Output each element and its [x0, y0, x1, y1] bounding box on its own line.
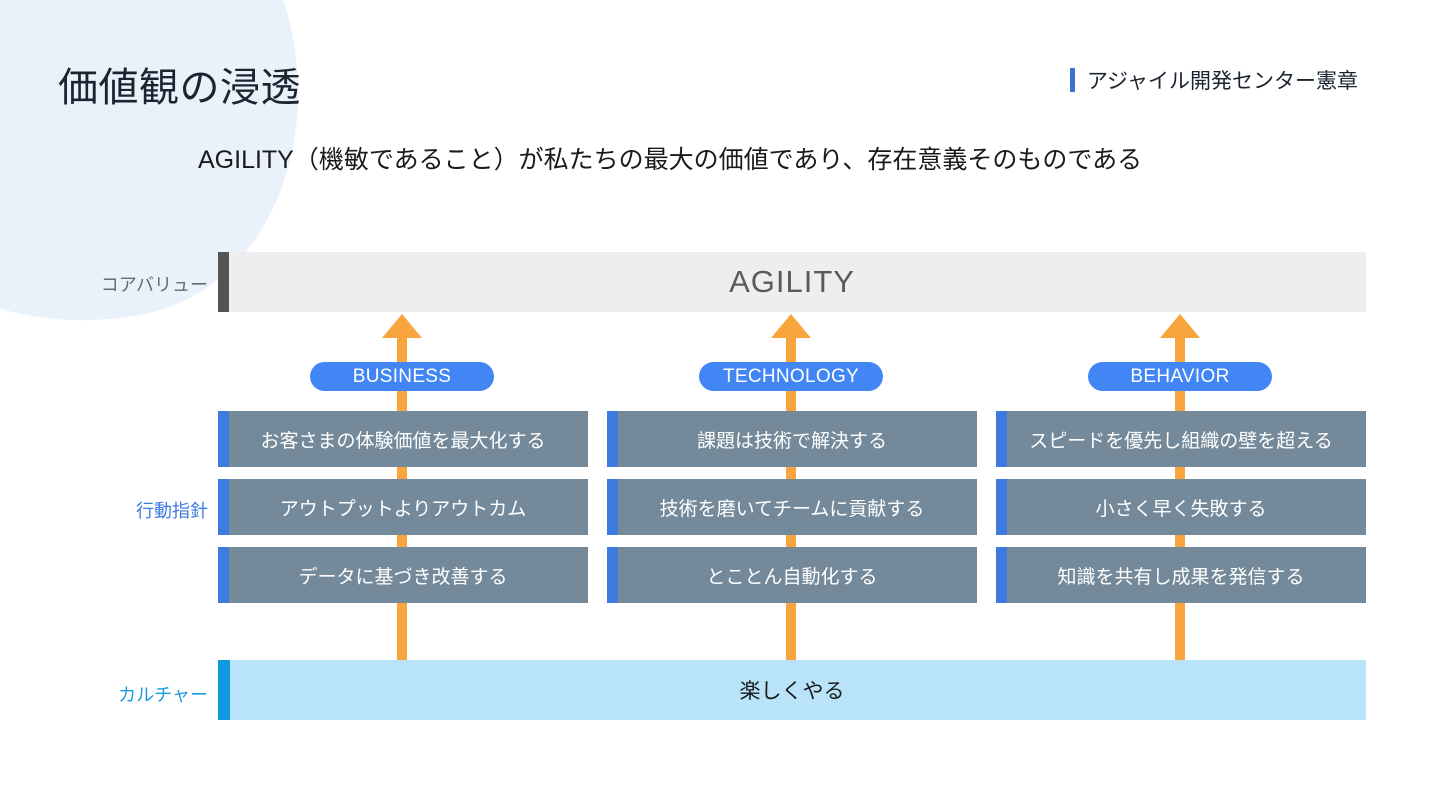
- row-label-core-value: コアバリュー: [100, 275, 208, 295]
- core-value-text: AGILITY: [729, 264, 855, 299]
- guideline-area: お客さまの体験価値を最大化する アウトプットよりアウトカム データに基づき改善す…: [218, 411, 1366, 603]
- guideline-column-behavior: スピードを優先し組織の壁を超える 小さく早く失敗する 知識を共有し成果を発信する: [996, 411, 1366, 603]
- guideline-card-text: データに基づき改善する: [298, 566, 508, 588]
- guideline-card-text: スピードを優先し組織の壁を超える: [1029, 430, 1333, 452]
- guideline-card[interactable]: 技術を磨いてチームに貢献する: [607, 479, 977, 535]
- pill-behavior[interactable]: BEHAVIOR: [1088, 362, 1272, 391]
- pill-technology[interactable]: TECHNOLOGY: [699, 362, 883, 391]
- guideline-card[interactable]: とことん自動化する: [607, 547, 977, 603]
- culture-band: 楽しくやる: [218, 660, 1366, 720]
- card-accent-bar: [996, 479, 1007, 535]
- charter-tag: アジャイル開発センター憲章: [1069, 65, 1358, 95]
- charter-label: アジャイル開発センター憲章: [1086, 70, 1358, 93]
- pill-business[interactable]: BUSINESS: [310, 362, 494, 391]
- guideline-card-text: 小さく早く失敗する: [1095, 498, 1267, 520]
- culture-text: 楽しくやる: [739, 680, 845, 703]
- card-accent-bar: [996, 547, 1007, 603]
- guideline-card-text: 知識を共有し成果を発信する: [1057, 566, 1305, 588]
- guideline-card-text: とことん自動化する: [706, 566, 878, 588]
- card-accent-bar: [218, 411, 229, 467]
- guideline-card[interactable]: 小さく早く失敗する: [996, 479, 1366, 535]
- card-accent-bar: [218, 547, 229, 603]
- charter-accent-bar: [1069, 68, 1075, 92]
- guideline-card-text: 技術を磨いてチームに貢献する: [659, 498, 925, 520]
- guideline-card-text: 課題は技術で解決する: [696, 430, 887, 452]
- guideline-column-business: お客さまの体験価値を最大化する アウトプットよりアウトカム データに基づき改善す…: [218, 411, 588, 603]
- arrow-head: [1160, 314, 1200, 338]
- subtitle-statement: AGILITY（機敏であること）が私たちの最大の価値であり、存在意義そのものであ…: [198, 146, 1143, 174]
- guideline-card-text: お客さまの体験価値を最大化する: [260, 430, 546, 452]
- row-label-guideline: 行動指針: [136, 501, 208, 521]
- core-value-band: AGILITY: [218, 252, 1366, 312]
- card-accent-bar: [607, 547, 618, 603]
- card-accent-bar: [218, 479, 229, 535]
- card-accent-bar: [607, 479, 618, 535]
- guideline-card[interactable]: お客さまの体験価値を最大化する: [218, 411, 588, 467]
- arrow-head: [382, 314, 422, 338]
- guideline-card[interactable]: データに基づき改善する: [218, 547, 588, 603]
- page-title: 価値観の浸透: [58, 66, 301, 110]
- core-value-accent-bar: [218, 252, 229, 312]
- row-label-culture: カルチャー: [118, 685, 208, 705]
- card-accent-bar: [607, 411, 618, 467]
- guideline-column-technology: 課題は技術で解決する 技術を磨いてチームに貢献する とことん自動化する: [607, 411, 977, 603]
- card-accent-bar: [996, 411, 1007, 467]
- guideline-card[interactable]: 知識を共有し成果を発信する: [996, 547, 1366, 603]
- culture-accent-bar: [218, 660, 230, 720]
- guideline-card[interactable]: スピードを優先し組織の壁を超える: [996, 411, 1366, 467]
- guideline-card[interactable]: アウトプットよりアウトカム: [218, 479, 588, 535]
- guideline-card-text: アウトプットよりアウトカム: [279, 498, 527, 520]
- guideline-card[interactable]: 課題は技術で解決する: [607, 411, 977, 467]
- arrow-head: [771, 314, 811, 338]
